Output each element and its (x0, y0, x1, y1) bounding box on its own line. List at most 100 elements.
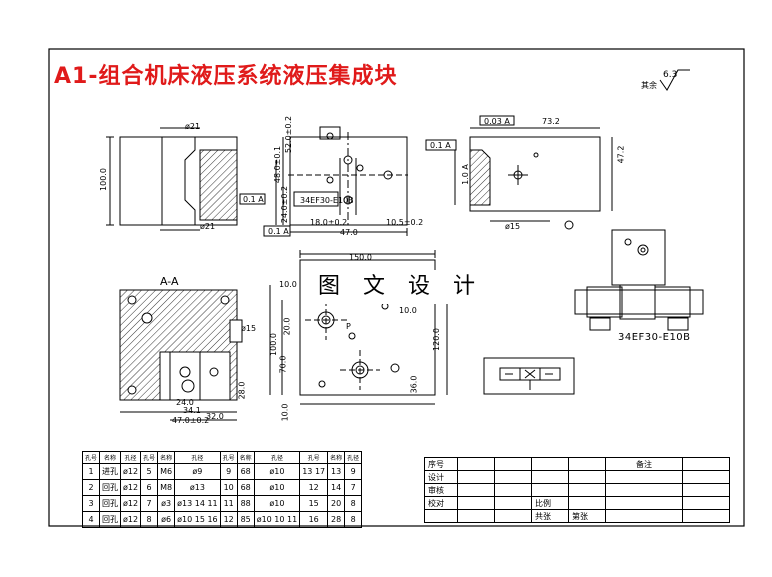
title-block-cell (568, 483, 606, 497)
table-cell: 11 (219, 495, 238, 512)
table-cell: 68 (236, 463, 255, 480)
title-block-cell: 序号 (424, 457, 458, 471)
table-cell: 4 (81, 511, 101, 528)
table-cell: 6 (140, 479, 159, 496)
dim-label: 36.0 (409, 375, 419, 394)
title-block-cell (682, 457, 730, 471)
title-block-cell: 第张 (568, 509, 606, 523)
table-header-cell: 名称 (99, 451, 122, 464)
dim-label: 24.0 (176, 398, 194, 407)
table-cell: 68 (236, 479, 255, 496)
table-cell: M6 (157, 463, 176, 480)
title-block-cell: 校对 (424, 496, 458, 510)
title-block-cell (494, 470, 532, 484)
title-block: 序号 备注 设计 审核 校对 比例 共张 第张 (424, 457, 730, 523)
title-block-row: 共张 第张 (424, 509, 730, 523)
table-cell: 85 (236, 511, 255, 528)
table-cell: 8 (344, 495, 363, 512)
table-cell: M8 (157, 479, 176, 496)
table-cell: 8 (344, 511, 363, 528)
table-cell: 2 (81, 479, 101, 496)
title-block-cell (605, 496, 683, 510)
section-view (119, 289, 243, 421)
table-cell: 14 (327, 479, 346, 496)
table-cell: ø10 10 11 (253, 511, 301, 528)
dim-label: 0.03 A (484, 117, 510, 126)
table-cell: ø12 (120, 479, 142, 496)
table-cell: 9 (219, 463, 238, 480)
table-cell: ø13 14 11 (174, 495, 221, 512)
side-view (263, 126, 457, 237)
title-block-cell (494, 496, 532, 510)
title-block-row: 审核 (424, 483, 730, 497)
table-cell: 8 (140, 511, 159, 528)
title-block-cell: 审核 (424, 483, 458, 497)
watermark-text: 图 文 设 计 (318, 270, 475, 304)
table-cell: ø12 (120, 495, 142, 512)
title-block-cell (457, 470, 495, 484)
title-block-cell (605, 509, 683, 523)
table-header-cell: 孔号 (299, 451, 329, 464)
table-cell: 12 (219, 511, 238, 528)
dim-label: 120.0 (431, 328, 441, 351)
dim-label: 32.0 (206, 412, 224, 421)
dim-label: 0.1 A (268, 227, 289, 236)
title-block-cell (531, 483, 569, 497)
dim-label: 0.1 A (430, 141, 451, 150)
title-block-cell (531, 470, 569, 484)
title-block-cell (531, 457, 569, 471)
front-view (106, 127, 266, 231)
table-cell: 15 (299, 495, 329, 512)
title-block-cell (424, 509, 458, 523)
table-cell: 7 (140, 495, 159, 512)
dim-label: 10.5±0.2 (386, 218, 424, 227)
title-block-cell (682, 470, 730, 484)
title-block-row: 设计 (424, 470, 730, 484)
title-block-cell (568, 496, 606, 510)
parts-table: 孔号 名称 孔径 孔号 名称 孔径 孔号 名称 孔径 孔号 名称 孔径 1 进孔… (81, 451, 363, 528)
title-block-cell (682, 509, 730, 523)
dim-label: 34.1 (183, 406, 201, 415)
table-cell: 10 (219, 479, 238, 496)
table-cell: ø10 (253, 463, 301, 480)
title-block-cell (682, 496, 730, 510)
title-block-cell (457, 457, 495, 471)
table-cell: 3 (81, 495, 101, 512)
dim-label: 20.0 (282, 317, 292, 336)
table-cell: 13 17 (299, 463, 329, 480)
table-cell: ø6 (157, 511, 176, 528)
title-block-cell: 备注 (605, 457, 683, 471)
top-view (269, 250, 448, 405)
title-block-cell (494, 483, 532, 497)
surface-finish-value: 6.3 (663, 70, 678, 80)
table-cell: 12 (299, 479, 329, 496)
table-cell: ø12 (120, 463, 142, 480)
drawing-title: A1-组合机床液压系统液压集成块 (54, 64, 398, 89)
title-block-cell (494, 457, 532, 471)
dim-label: 0.1 A (243, 195, 264, 204)
table-cell: 回孔 (99, 495, 122, 512)
title-block-cell: 共张 (531, 509, 569, 523)
title-block-cell (457, 509, 495, 523)
table-cell: 28 (327, 511, 346, 528)
table-cell: 进孔 (99, 463, 122, 480)
table-cell: 16 (299, 511, 329, 528)
title-block-cell (605, 470, 683, 484)
valve-assembly (574, 229, 704, 331)
title-block-cell (568, 457, 606, 471)
table-cell: 回孔 (99, 511, 122, 528)
table-header-cell: 孔径 (120, 451, 142, 464)
dim-label: P (346, 322, 351, 331)
table-row: 3 回孔 ø12 7 ø3 ø13 14 11 11 88 ø10 15 20 … (81, 495, 363, 512)
dim-label: ø21 (185, 122, 201, 131)
title-block-row: 序号 备注 (424, 457, 730, 471)
table-cell: 13 (327, 463, 346, 480)
title-block-cell: 比例 (531, 496, 569, 510)
dim-label: 24.0±0.2 (280, 185, 290, 224)
dim-label: 10.0 (280, 403, 290, 422)
dim-label: 100.0 (268, 333, 278, 356)
title-block-cell (682, 483, 730, 497)
dim-label: 47.2 (616, 145, 626, 164)
dim-label: 150.0 (349, 253, 372, 262)
